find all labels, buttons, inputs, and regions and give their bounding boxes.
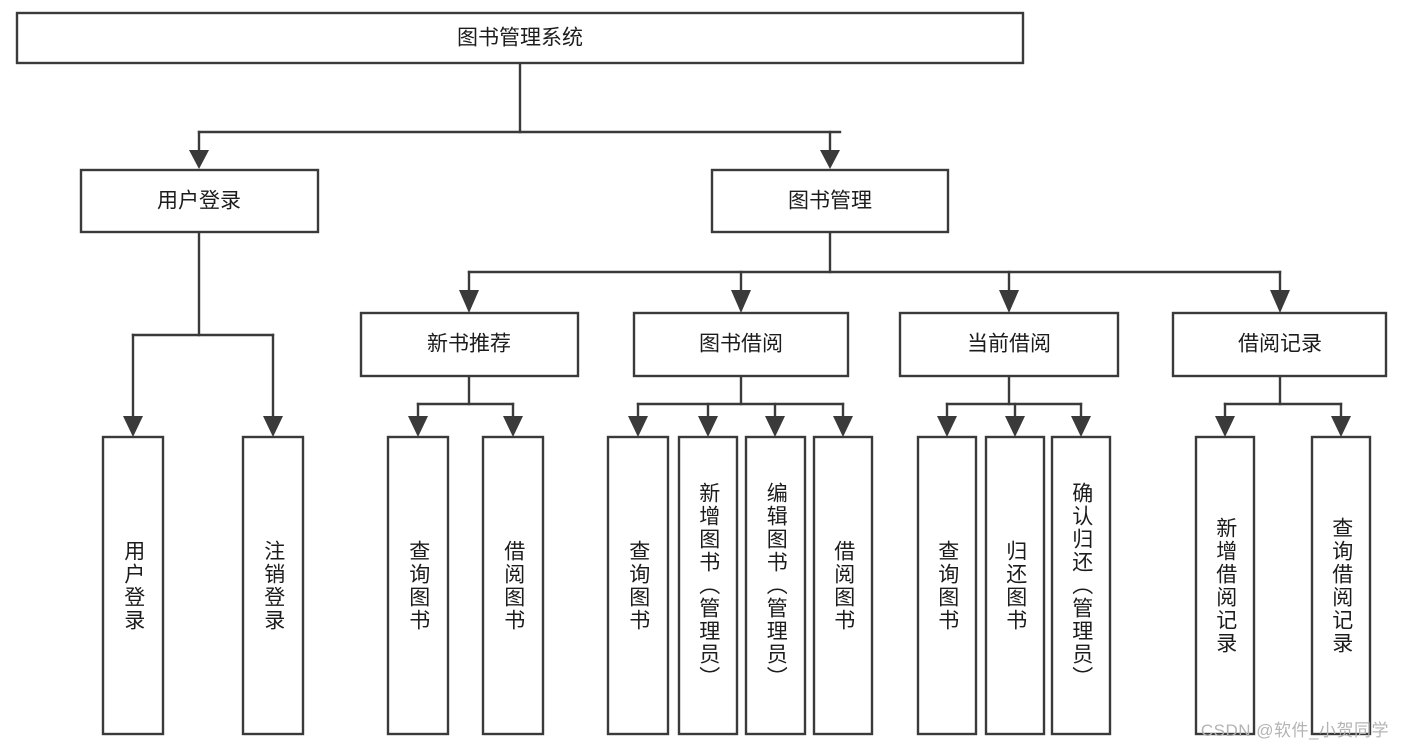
connector-layer [123, 61, 1351, 437]
arrow-to-leaf-borrow-book-1 [503, 416, 523, 437]
arrow-to-new-book [459, 290, 479, 313]
node-user-login-label: 用户登录 [157, 190, 241, 213]
arrow-to-book-borrow [731, 290, 751, 313]
node-book-manage-box[interactable] [710, 168, 950, 234]
leaf-user-login-box[interactable] [101, 435, 165, 736]
arrow-to-leaf-query-record [1331, 416, 1351, 437]
node-new-book-recommend-box[interactable] [359, 311, 580, 378]
leaf-query-book-2-box[interactable] [606, 435, 670, 736]
leaf-edit-book-box[interactable] [744, 435, 807, 736]
arrow-to-borrow-record [1270, 290, 1290, 313]
node-current-borrow-label: 当前借阅 [967, 333, 1051, 356]
leaf-logout-box[interactable] [241, 435, 305, 736]
node-root-box[interactable] [15, 11, 1025, 65]
arrow-to-leaf-add-book [698, 416, 718, 437]
arrow-to-book-manage [820, 150, 840, 169]
leaf-borrow-book-2-box[interactable] [812, 435, 874, 736]
arrow-to-leaf-confirm-return [1071, 416, 1091, 437]
leaf-return-book-box[interactable] [984, 435, 1046, 736]
node-book-borrow-box[interactable] [632, 311, 850, 378]
leaf-add-record-box[interactable] [1194, 435, 1256, 736]
arrow-to-leaf-borrow-book-2 [833, 416, 853, 437]
arrow-to-leaf-query-book-1 [408, 416, 428, 437]
node-user-login-box[interactable] [79, 168, 320, 234]
node-root-label: 图书管理系统 [457, 27, 583, 50]
leaf-confirm-return-box[interactable] [1050, 435, 1112, 736]
node-current-borrow-box[interactable] [898, 311, 1120, 378]
arrow-to-leaf-edit-book [765, 416, 785, 437]
arrow-to-leaf-query-book-3 [937, 416, 957, 437]
arrow-to-leaf-query-book-2 [628, 416, 648, 437]
node-borrow-record-label: 借阅记录 [1238, 333, 1322, 356]
node-borrow-record-box[interactable] [1171, 311, 1388, 378]
arrow-to-leaf-logout [263, 416, 283, 437]
arrow-to-leaf-add-record [1215, 416, 1235, 437]
node-new-book-recommend-label: 新书推荐 [427, 333, 511, 356]
leaf-borrow-book-1-box[interactable] [481, 435, 545, 736]
leaf-query-book-1-box[interactable] [386, 435, 450, 736]
arrow-to-user-login [189, 150, 209, 169]
leaf-add-book-box[interactable] [677, 435, 739, 736]
node-book-borrow-label: 图书借阅 [699, 333, 783, 356]
leaf-query-record-box[interactable] [1310, 435, 1372, 736]
arrow-to-leaf-user-login [123, 416, 143, 437]
node-book-manage-label: 图书管理 [788, 190, 872, 213]
node-layer: 图书管理系统 用户登录 图书管理 新书推荐 图书借阅 当前借阅 借阅记录 [15, 11, 1388, 736]
arrow-to-leaf-return-book [1005, 416, 1025, 437]
arrow-to-current-borrow [999, 290, 1019, 313]
leaf-query-book-3-box[interactable] [916, 435, 978, 736]
